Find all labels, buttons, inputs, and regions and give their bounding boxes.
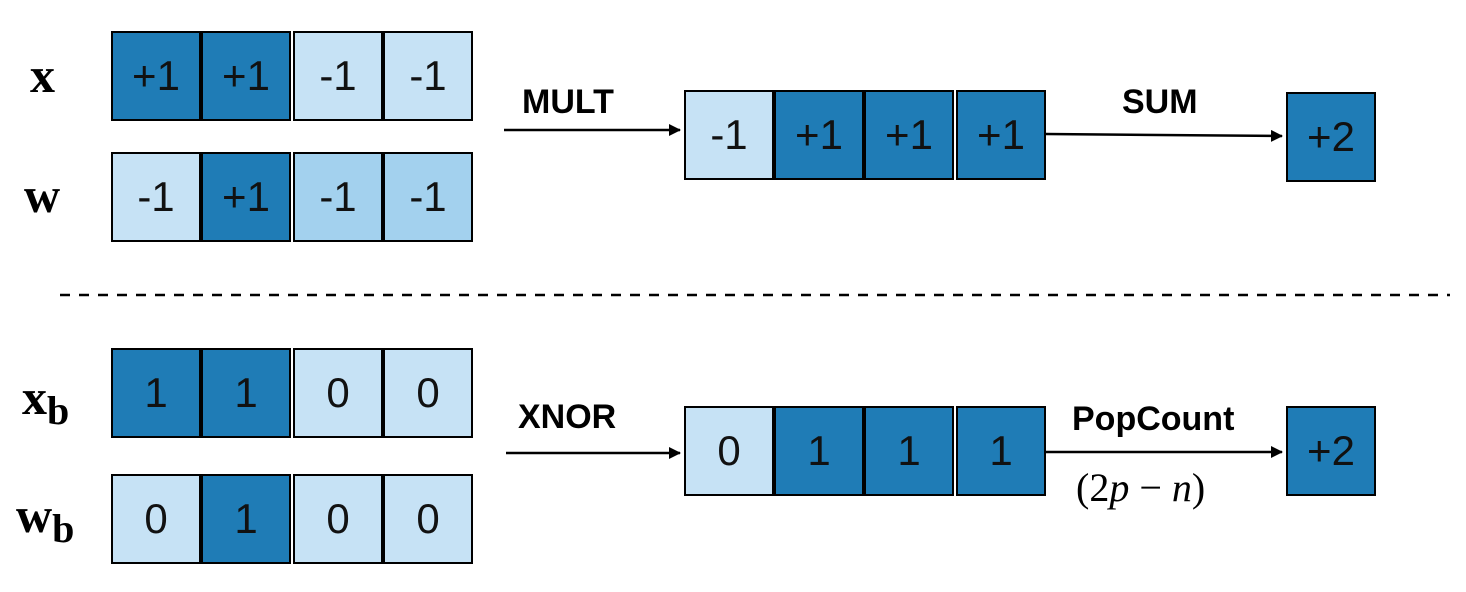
xb-cell: 1 [111, 348, 201, 438]
xnor-cell: 1 [956, 406, 1046, 496]
w-cell: -1 [383, 152, 473, 242]
xnor-cell: 1 [864, 406, 954, 496]
x-label: x [30, 47, 55, 103]
xnor-cell: 1 [774, 406, 864, 496]
wb-cell: 0 [383, 474, 473, 564]
popcount-result: +2 [1286, 406, 1376, 496]
w-cell: -1 [111, 152, 201, 242]
xb-cell: 0 [383, 348, 473, 438]
x-cell: +1 [111, 31, 201, 121]
mult-label: MULT [522, 83, 614, 121]
w-label: w [24, 167, 61, 223]
xb-cell: 0 [293, 348, 383, 438]
wb-label: wb [16, 487, 75, 551]
w-cell: +1 [201, 152, 291, 242]
sum-label: SUM [1122, 83, 1198, 121]
xb-cell: 1 [201, 348, 291, 438]
popcount-formula: (2p − n) [1076, 465, 1206, 510]
product-cell: +1 [774, 90, 864, 180]
sum-arrow [1045, 129, 1283, 142]
wb-cell: 0 [111, 474, 201, 564]
x-cell: -1 [293, 31, 383, 121]
wb-cell: 1 [201, 474, 291, 564]
x-cell: +1 [201, 31, 291, 121]
xnor-cell: 0 [684, 406, 774, 496]
xb-label: xb [22, 369, 70, 433]
product-cell: +1 [956, 90, 1046, 180]
product-cell: -1 [684, 90, 774, 180]
xnor-label: XNOR [518, 398, 617, 436]
wb-cell: 0 [293, 474, 383, 564]
sum-result: +2 [1286, 92, 1376, 182]
x-cell: -1 [383, 31, 473, 121]
product-cell: +1 [864, 90, 954, 180]
w-cell: -1 [293, 152, 383, 242]
popcount-label: PopCount [1072, 400, 1235, 438]
